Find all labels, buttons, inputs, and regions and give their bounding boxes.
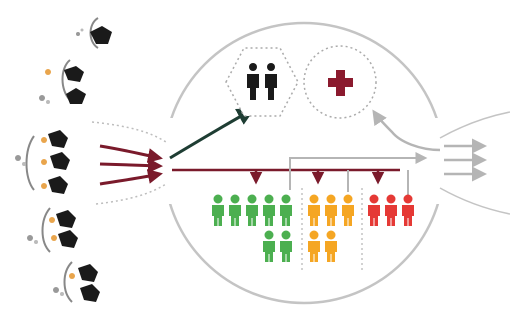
facility-circle bbox=[162, 21, 446, 305]
funnel-line-top-right bbox=[439, 111, 510, 139]
person-icon bbox=[246, 194, 258, 226]
staff-arrow bbox=[169, 108, 256, 160]
person-icon bbox=[308, 194, 320, 226]
person-icon bbox=[385, 194, 397, 226]
person-icon bbox=[368, 194, 380, 226]
person-icon bbox=[263, 194, 275, 226]
explosion-and-injured-figures-icon bbox=[15, 17, 112, 303]
person-icon bbox=[212, 194, 224, 226]
inflow-arrows bbox=[99, 144, 163, 186]
triage-distribution-line bbox=[172, 168, 400, 185]
red-cross-icon bbox=[328, 70, 353, 96]
person-icon bbox=[263, 230, 275, 262]
person-icon bbox=[402, 194, 414, 226]
triage-group-green bbox=[212, 194, 292, 262]
funnel-line-bottom-right bbox=[439, 187, 510, 215]
return-arrow bbox=[372, 109, 441, 152]
triage-group-red bbox=[368, 194, 414, 226]
person-icon bbox=[308, 230, 320, 262]
person-icon bbox=[280, 230, 292, 262]
staff-hexagon bbox=[225, 47, 299, 117]
two-people-icon bbox=[247, 63, 277, 100]
discharge-lines bbox=[289, 152, 428, 196]
facility-entrance-gap bbox=[150, 118, 180, 204]
person-icon bbox=[280, 194, 292, 226]
person-icon bbox=[229, 194, 241, 226]
person-icon bbox=[325, 194, 337, 226]
person-icon bbox=[342, 194, 354, 226]
triage-patient-groups bbox=[212, 194, 414, 262]
person-icon bbox=[325, 230, 337, 262]
triage-group-orange bbox=[308, 194, 354, 262]
outflow-arrows bbox=[444, 138, 487, 182]
funnel-line-top-left bbox=[91, 121, 167, 143]
